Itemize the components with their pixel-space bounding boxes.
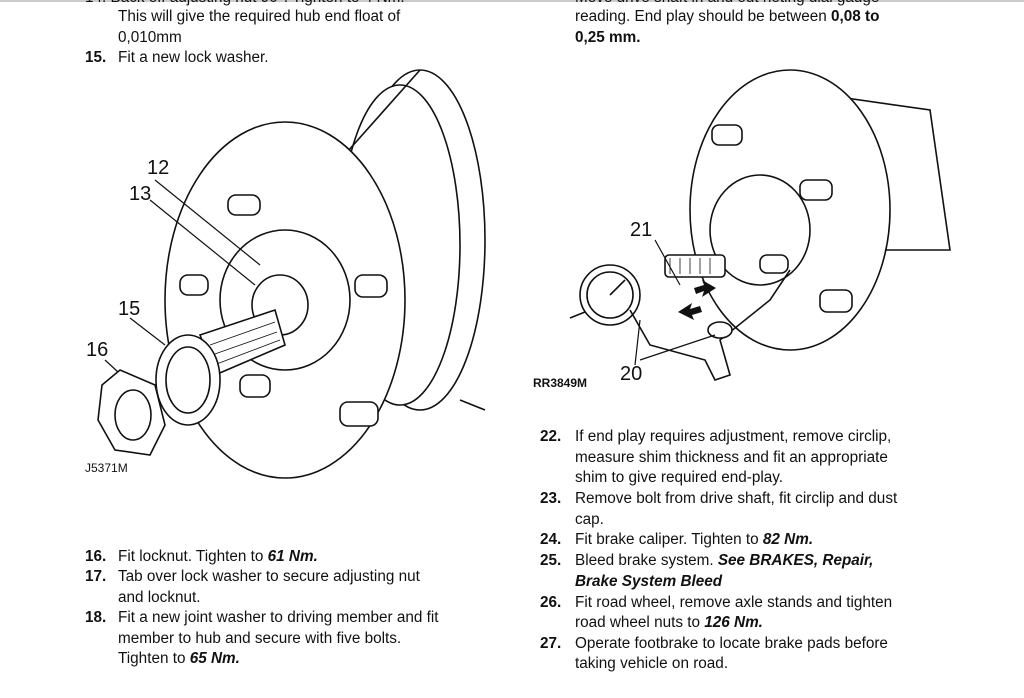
text: Bleed brake system. — [575, 552, 718, 569]
dial-gauge — [569, 264, 641, 326]
step-16-line: Fit locknut. Tighten to 61 Nm. — [118, 547, 318, 567]
label-15: 15 — [118, 298, 140, 320]
figure-ref-right: RR3849M — [533, 376, 587, 390]
step-25-number: 25. — [540, 552, 562, 569]
wheel-studs — [179, 194, 388, 427]
step-23-line1: Remove bolt from drive shaft, fit circli… — [575, 490, 898, 507]
step-17-number: 17. — [85, 568, 107, 585]
step-22-line3: shim to give required end-play. — [575, 469, 784, 486]
text: reading. End play should be between — [575, 8, 831, 25]
label-20: 20 — [620, 363, 642, 385]
step-23-line2: cap. — [575, 511, 604, 528]
step-15-text: Fit a new lock washer. — [118, 49, 269, 66]
step-15-number: 15. — [85, 49, 107, 66]
leader-lines-right — [634, 239, 716, 366]
page-edge — [0, 0, 1024, 2]
step-27-line1: Operate footbrake to locate brake pads b… — [575, 635, 888, 652]
torque-value: 126 Nm. — [704, 614, 763, 631]
figure-ref-left: J5371M — [85, 461, 128, 475]
cross-reference-link[interactable]: See BRAKES, Repair, — [717, 552, 874, 569]
step-18-line1: Fit a new joint washer to driving member… — [118, 609, 439, 626]
label-13: 13 — [129, 183, 151, 205]
hub-assembly-right — [689, 69, 951, 351]
right-top-line2: reading. End play should be between 0,08… — [575, 7, 879, 27]
step-18-line3: Tighten to 65 Nm. — [118, 649, 240, 669]
step-17-line1: Tab over lock washer to secure adjusting… — [118, 568, 420, 585]
step-18-number: 18. — [85, 609, 107, 626]
step-14-cut: 14. Back off adjusting nut 90°. Tighten … — [85, 0, 405, 8]
step-24-line: Fit brake caliper. Tighten to 82 Nm. — [575, 530, 813, 550]
drive-shaft-bolt — [664, 254, 726, 278]
label-21: 21 — [630, 219, 652, 241]
step-22-number: 22. — [540, 428, 562, 445]
torque-value: 65 Nm. — [189, 650, 240, 667]
text: Fit brake caliper. Tighten to — [575, 531, 763, 548]
text: Fit locknut. Tighten to — [118, 548, 268, 565]
step-23-number: 23. — [540, 490, 562, 507]
label-16: 16 — [86, 339, 108, 361]
torque-value: 61 Nm. — [267, 548, 318, 565]
right-top-cut: Move drive shaft in and out noting dial … — [575, 0, 879, 8]
value: 0,08 to — [830, 8, 880, 25]
step-22-line1: If end play requires adjustment, remove … — [575, 428, 892, 445]
step-26-line2: road wheel nuts to 126 Nm. — [575, 613, 763, 633]
torque-value: 82 Nm. — [762, 531, 814, 548]
step-22-line2: measure shim thickness and fit an approp… — [575, 449, 888, 466]
step-14-line2: This will give the required hub end floa… — [118, 8, 401, 25]
text: Tighten to — [118, 650, 190, 667]
gauge-bracket — [629, 269, 791, 381]
step-14-line3: 0,010mm — [118, 29, 182, 46]
locknut — [97, 369, 166, 456]
leader-lines — [104, 179, 261, 373]
right-top-line3: 0,25 mm. — [575, 29, 641, 46]
step-25-line1: Bleed brake system. See BRAKES, Repair, — [575, 551, 873, 571]
step-26-number: 26. — [540, 594, 562, 611]
step-17-line2: and locknut. — [118, 589, 201, 606]
step-24-number: 24. — [540, 531, 562, 548]
step-18-line2: member to hub and secure with five bolts… — [118, 630, 402, 647]
step-25-line2[interactable]: Brake System Bleed — [575, 573, 723, 590]
movement-arrows — [678, 280, 716, 320]
text: road wheel nuts to — [575, 614, 705, 631]
step-16-number: 16. — [85, 548, 107, 565]
step-26-line1: Fit road wheel, remove axle stands and t… — [575, 594, 893, 611]
step-27-line2: taking vehicle on road. — [575, 655, 729, 672]
step-27-number: 27. — [540, 635, 562, 652]
label-12: 12 — [147, 157, 169, 179]
